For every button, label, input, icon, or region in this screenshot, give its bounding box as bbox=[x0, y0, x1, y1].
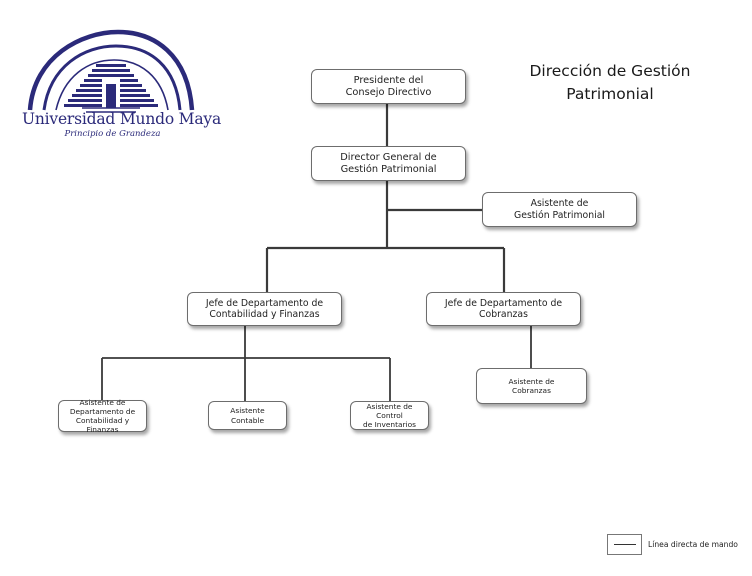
node-asistente-gestion: Asistente de Gestión Patrimonial bbox=[482, 192, 637, 227]
node-label: Asistente de Control de Inventarios bbox=[363, 401, 416, 430]
legend-line-icon bbox=[614, 544, 636, 545]
university-name: Universidad Mundo Maya bbox=[22, 110, 221, 128]
node-asistente-inventarios: Asistente de Control de Inventarios bbox=[350, 401, 429, 430]
node-label: Jefe de Departamento de Contabilidad y F… bbox=[205, 297, 324, 320]
node-jefe-contabilidad: Jefe de Departamento de Contabilidad y F… bbox=[187, 292, 342, 326]
university-tagline: Principio de Grandeza bbox=[64, 129, 161, 139]
node-label: Asistente Contable bbox=[230, 406, 265, 425]
node-presidente: Presidente del Consejo Directivo bbox=[311, 69, 466, 104]
node-asistente-contable: Asistente Contable bbox=[208, 401, 287, 430]
node-director: Director General de Gestión Patrimonial bbox=[311, 146, 466, 181]
node-label: Presidente del Consejo Directivo bbox=[345, 74, 432, 98]
node-label: Asistente de Gestión Patrimonial bbox=[514, 198, 605, 221]
page-title: Dirección de Gestión Patrimonial bbox=[529, 62, 691, 104]
legend-swatch bbox=[607, 534, 642, 555]
university-logo bbox=[27, 29, 195, 113]
node-label: Asistente de Departamento de Contabilida… bbox=[69, 397, 136, 435]
node-label: Jefe de Departamento de Cobranzas bbox=[444, 297, 563, 320]
node-jefe-cobranzas: Jefe de Departamento de Cobranzas bbox=[426, 292, 581, 326]
node-label: Asistente de Cobranzas bbox=[508, 376, 555, 395]
node-asistente-depto-contabilidad: Asistente de Departamento de Contabilida… bbox=[58, 397, 147, 435]
legend-label: Línea directa de mando bbox=[648, 540, 738, 549]
node-label: Director General de Gestión Patrimonial bbox=[340, 151, 437, 175]
node-asistente-cobranzas: Asistente de Cobranzas bbox=[476, 368, 587, 404]
